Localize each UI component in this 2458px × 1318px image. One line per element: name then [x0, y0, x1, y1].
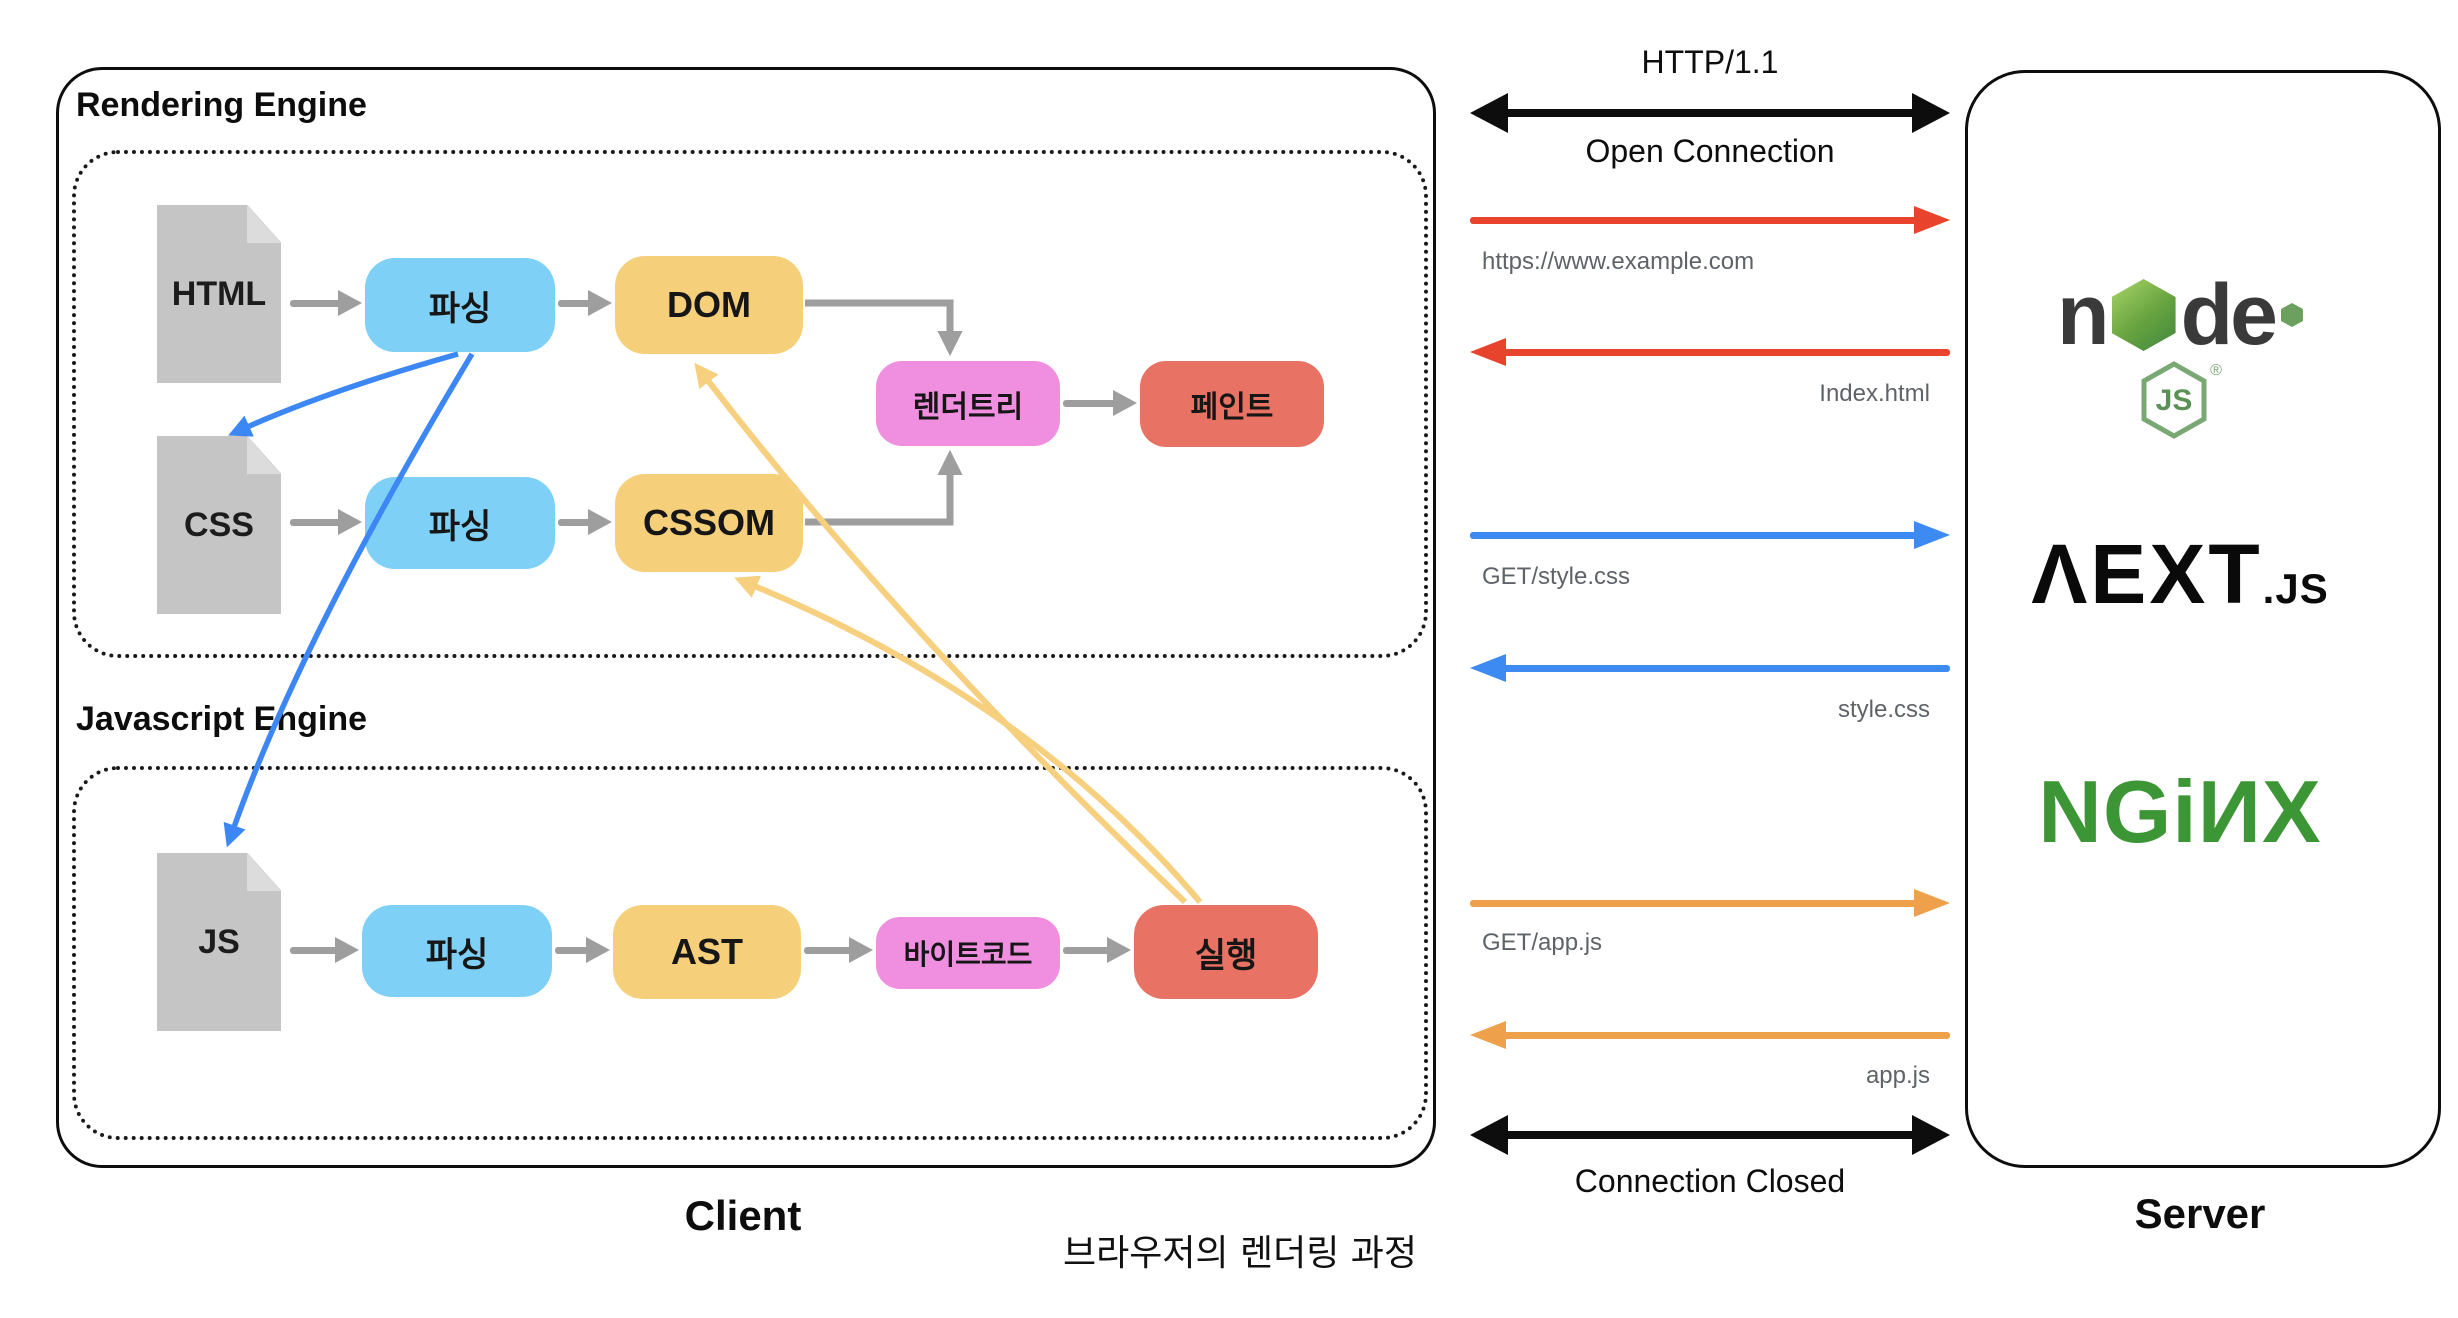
parse-css-box: 파싱: [365, 477, 555, 569]
open-connection-label: Open Connection: [1585, 133, 1835, 169]
node-hexagon-icon: [2111, 279, 2176, 351]
html-file-body: HTML: [157, 205, 281, 383]
response-style-line: [1498, 665, 1950, 672]
connection-closed-label: Connection Closed: [1574, 1163, 1846, 1199]
request-url-line: [1470, 217, 1922, 224]
nodejs-js-badge-icon: JS: [2141, 361, 2207, 439]
connection-closed-line: [1500, 1131, 1920, 1139]
open-connection-arrow: [1470, 93, 1950, 133]
request-app-label: GET/app.js: [1482, 929, 1603, 956]
parse-js-label: 파싱: [425, 935, 489, 974]
nodejs-logo: n de JS ®: [2040, 272, 2320, 440]
parse-html-label: 파싱: [428, 289, 492, 328]
request-url-arrow: [1470, 206, 1950, 234]
parse-css-label: 파싱: [428, 507, 492, 546]
execute-label: 실행: [1194, 936, 1258, 975]
response-style-label: style.css: [1837, 696, 1930, 723]
nodejs-letter-n: n: [2057, 267, 2110, 363]
response-style-arrow: [1470, 654, 1950, 682]
arrow-parse-to-dom: [558, 290, 612, 316]
server-label: Server: [2134, 1190, 2266, 1237]
css-file-label: CSS: [184, 505, 254, 544]
dom-box: DOM: [615, 256, 803, 354]
render-tree-box: 렌더트리: [876, 361, 1060, 446]
nextjs-wordmark: ΛEXT: [2031, 527, 2263, 621]
arrow-css-to-parse: [290, 509, 362, 535]
nextjs-logo: ΛEXT.JS: [2000, 532, 2360, 616]
svg-text:JS: JS: [2156, 384, 2193, 417]
ast-label: AST: [671, 931, 743, 972]
arrow-bytecode-to-execute: [1063, 937, 1131, 963]
client-box: [56, 67, 1436, 1168]
request-url-label: https://www.example.com: [1482, 248, 1755, 275]
execute-box: 실행: [1134, 905, 1318, 999]
arrow-rendertree-to-paint: [1063, 390, 1137, 416]
nginx-logo: NGiИX: [2038, 762, 2322, 861]
response-index-label: Index.html: [1819, 380, 1930, 407]
javascript-engine-title: Javascript Engine: [76, 700, 368, 738]
rendering-engine-title: Rendering Engine: [76, 86, 367, 124]
paint-label: 페인트: [1190, 391, 1274, 424]
arrow-html-to-parse: [290, 290, 362, 316]
request-style-line: [1470, 532, 1922, 539]
nodejs-badge-row: JS ®: [2138, 360, 2222, 440]
open-connection-line: [1500, 109, 1920, 117]
response-index-arrow: [1470, 338, 1950, 366]
arrow-parse-to-cssom: [558, 509, 612, 535]
response-app-label: app.js: [1865, 1062, 1930, 1089]
ast-box: AST: [613, 905, 801, 999]
nodejs-wordmark: n de: [2057, 272, 2303, 358]
request-app-arrow: [1470, 889, 1950, 917]
bytecode-box: 바이트코드: [876, 917, 1060, 989]
cssom-box: CSSOM: [615, 474, 803, 572]
response-app-line: [1498, 1032, 1950, 1039]
request-style-label: GET/style.css: [1482, 563, 1631, 590]
nextjs-suffix: .JS: [2262, 565, 2329, 612]
request-style-arrow: [1470, 521, 1950, 549]
dom-label: DOM: [667, 284, 751, 325]
js-file-icon: JS: [157, 853, 281, 1031]
registered-mark: ®: [2210, 362, 2222, 379]
response-app-arrow: [1470, 1021, 1950, 1049]
client-label: Client: [684, 1192, 802, 1239]
parse-js-box: 파싱: [362, 905, 552, 997]
arrow-js-to-parse: [290, 937, 359, 963]
response-index-line: [1498, 349, 1950, 356]
request-app-line: [1470, 900, 1922, 907]
js-file-label: JS: [198, 922, 240, 961]
arrow-ast-to-bytecode: [804, 937, 873, 963]
css-file-icon: CSS: [157, 436, 281, 614]
server-box: [1965, 70, 2441, 1168]
html-file-label: HTML: [171, 274, 267, 313]
connection-closed-arrow: [1470, 1115, 1950, 1155]
nodejs-letters-de: de: [2180, 267, 2278, 363]
bytecode-label: 바이트코드: [903, 939, 1033, 970]
diagram-caption: 브라우저의 렌더링 과정: [1062, 1233, 1418, 1274]
paint-box: 페인트: [1140, 361, 1324, 447]
arrow-parse-to-ast: [555, 937, 610, 963]
node-hexagon-dot-icon: [2280, 303, 2303, 327]
cssom-label: CSSOM: [642, 502, 775, 543]
render-tree-label: 렌더트리: [912, 390, 1024, 424]
parse-html-box: 파싱: [365, 258, 555, 352]
http-protocol-label: HTTP/1.1: [1641, 44, 1779, 80]
html-file-icon: HTML: [157, 205, 281, 383]
